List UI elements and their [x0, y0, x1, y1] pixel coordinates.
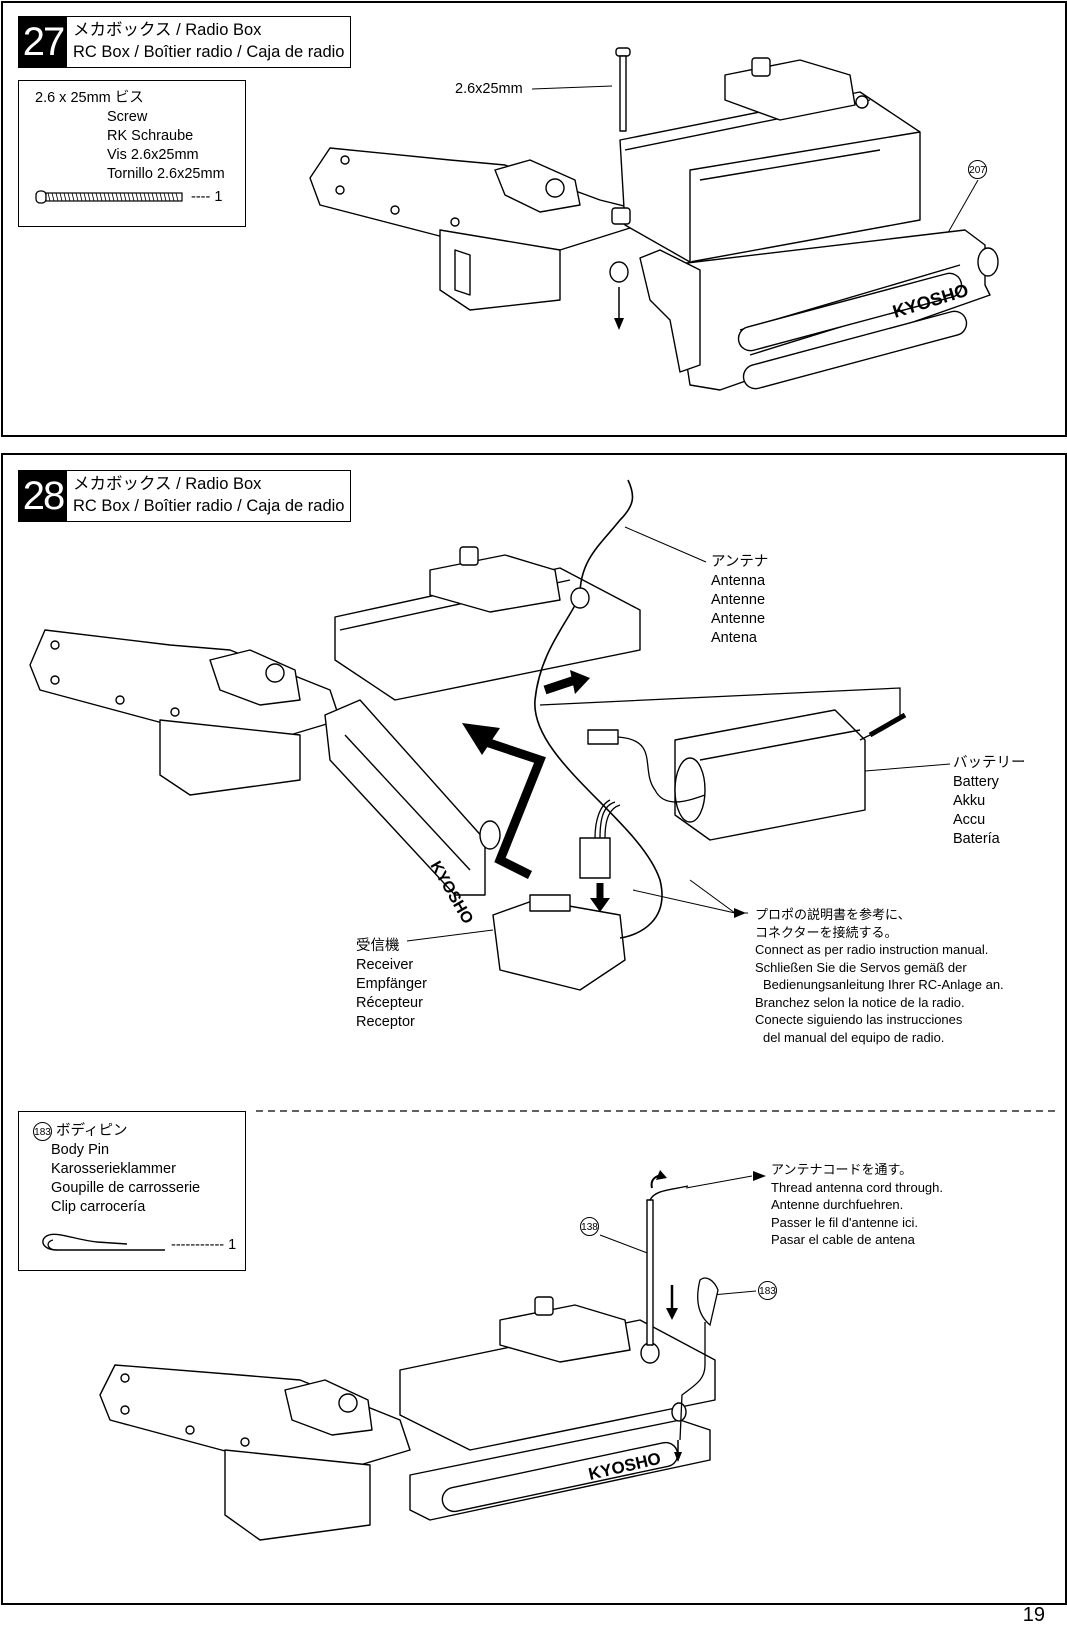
thread-antenna-note: アンテナコードを通す。 Thread antenna cord through.… [771, 1162, 944, 1247]
body-pin-icon [42, 1233, 165, 1251]
receiver-label: 受信機 Receiver Empfänger Récepteur Recepto… [356, 938, 427, 1030]
body-pin-name-en: Body Pin [51, 1142, 110, 1158]
step-28-title-jp: メカボックス / Radio Box [73, 475, 262, 493]
screw-name-es: Tornillo 2.6x25mm [107, 166, 225, 182]
screw-name-jp: 2.6 x 25mm ビス [35, 90, 144, 106]
antenna-label: アンテナ Antenna Antenne Antenne Antena [711, 554, 769, 646]
step-28-title-multilang: RC Box / Boîtier radio / Caja de radio [73, 497, 345, 515]
part-183-callout: 183 [758, 1281, 777, 1300]
step-28-number: 28 [19, 471, 67, 521]
part-207-callout: 207 [968, 160, 987, 179]
screw-name-en: Screw [107, 109, 148, 125]
step-28-panel [1, 453, 1067, 1605]
screw-name-fr: Vis 2.6x25mm [107, 147, 199, 163]
step-27-title-multilang: RC Box / Boîtier radio / Caja de radio [73, 43, 345, 61]
step-27-title-jp: メカボックス / Radio Box [73, 21, 262, 39]
screw-size-callout: 2.6x25mm [455, 81, 523, 97]
part-138-callout: 138 [580, 1217, 599, 1236]
step-27-parts-box: 2.6 x 25mm ビス Screw RK Schraube Vis 2.6x… [18, 80, 246, 227]
body-pin-name-fr: Goupille de carrosserie [51, 1180, 201, 1196]
step-27-header: 27 メカボックス / Radio Box RC Box / Boîtier r… [18, 16, 352, 68]
body-pin-quantity: ----------- 1 [171, 1237, 237, 1253]
body-pin-name-jp: ボディピン [56, 1123, 128, 1139]
step-27-number: 27 [19, 17, 67, 67]
screw-quantity: ---- 1 [191, 189, 223, 205]
battery-label: バッテリー Battery Akku Accu Batería [953, 755, 1026, 847]
page-number: 19 [1022, 1604, 1045, 1626]
screw-name-de: RK Schraube [107, 128, 194, 144]
body-pin-name-es: Clip carrocería [51, 1199, 146, 1215]
step-27-panel [1, 1, 1067, 437]
step-28-header: 28 メカボックス / Radio Box RC Box / Boîtier r… [18, 470, 352, 522]
connect-note: プロポの説明書を参考に、 コネクターを接続する。 Connect as per … [755, 907, 1004, 1045]
screw-icon [35, 190, 183, 204]
body-pin-name-de: Karosserieklammer [51, 1161, 176, 1177]
part-183-badge: 183 [33, 1122, 52, 1141]
body-pin-parts-box: 183 ボディピン Body Pin Karosserieklammer Gou… [18, 1111, 246, 1271]
